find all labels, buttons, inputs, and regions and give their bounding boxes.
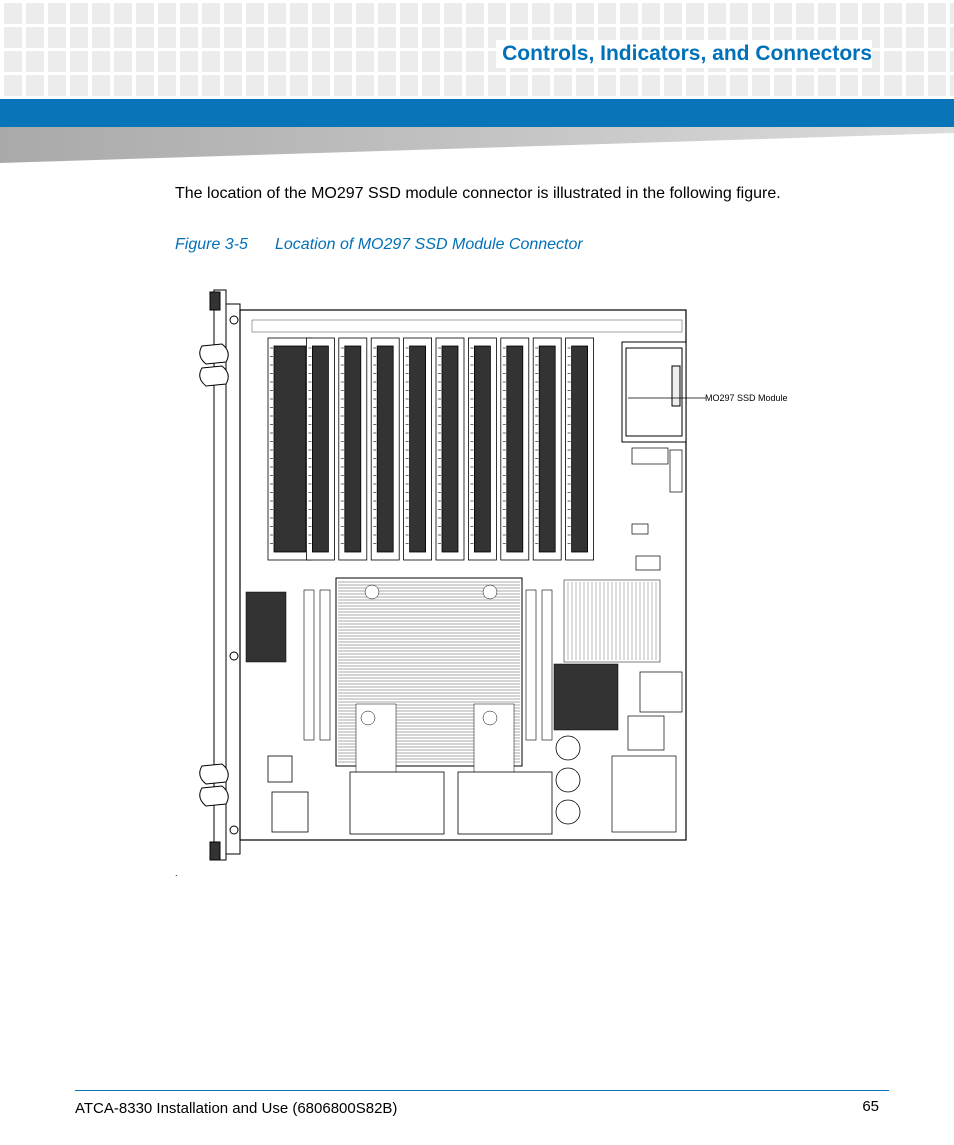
dimm-slot bbox=[338, 337, 368, 561]
figure-title: Location of MO297 SSD Module Connector bbox=[275, 236, 583, 253]
dimm-slot bbox=[565, 337, 595, 561]
dimm-slot bbox=[370, 337, 400, 561]
dimm-slot bbox=[435, 337, 465, 561]
footer-rule bbox=[75, 1090, 889, 1091]
dimm-slot bbox=[306, 337, 335, 561]
header-blue-bar bbox=[0, 99, 954, 127]
dimm-slots bbox=[267, 337, 595, 561]
figure-number: Figure 3-5 bbox=[175, 236, 248, 253]
figure-caption: Figure 3-5 Location of MO297 SSD Module C… bbox=[175, 236, 583, 254]
dimm-slot bbox=[403, 337, 433, 561]
header-grey-wedge bbox=[0, 127, 954, 163]
dimm-slot bbox=[500, 337, 530, 561]
dimm-slot bbox=[532, 337, 562, 561]
section-title: Controls, Indicators, and Connectors bbox=[496, 40, 872, 68]
dimm-slot bbox=[267, 337, 313, 561]
ssd-module bbox=[621, 341, 706, 443]
page-number: 65 bbox=[862, 1098, 879, 1115]
cpu-heatsink bbox=[335, 577, 523, 775]
dimm-slot bbox=[467, 337, 497, 561]
board-diagram bbox=[199, 289, 706, 861]
footer-document-title: ATCA-8330 Installation and Use (6806800S… bbox=[75, 1100, 398, 1117]
ssd-module-callout: MO297 SSD Module bbox=[705, 393, 788, 403]
trailing-mark: . bbox=[175, 868, 178, 878]
intro-paragraph: The location of the MO297 SSD module con… bbox=[175, 185, 781, 202]
